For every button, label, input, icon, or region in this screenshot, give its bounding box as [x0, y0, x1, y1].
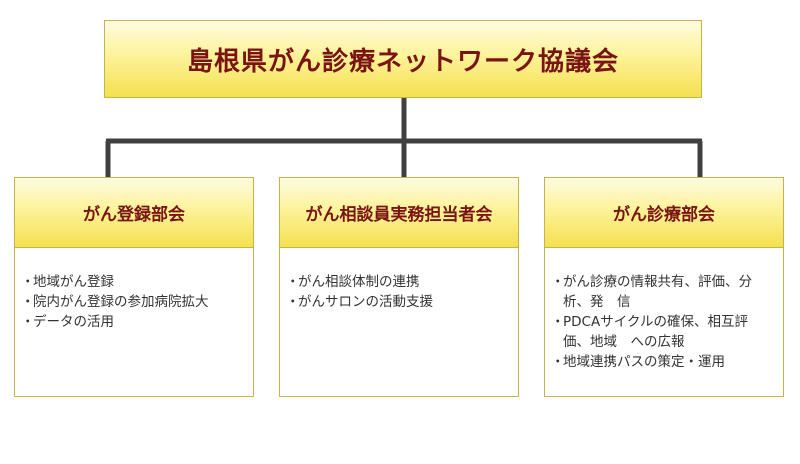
list-item: 院内がん登録の参加病院拡大: [21, 292, 243, 312]
group-item-list: がん診療の情報共有、評価、分析、発 信 PDCAサイクルの確保、相互評価、地域 …: [551, 272, 773, 372]
group-header: がん診療部会: [545, 178, 783, 248]
group-body: 地域がん登録 院内がん登録の参加病院拡大 データの活用: [15, 248, 253, 332]
list-item: がんサロンの活動支援: [286, 292, 508, 312]
group-body: がん相談体制の連携 がんサロンの活動支援: [280, 248, 518, 312]
group-counselor-meeting: がん相談員実務担当者会 がん相談体制の連携 がんサロンの活動支援: [279, 177, 519, 397]
council-title-box: 島根県がん診療ネットワーク協議会: [104, 20, 702, 98]
group-title: がん登録部会: [83, 205, 185, 225]
group-title: がん相談員実務担当者会: [305, 205, 493, 225]
list-item: 地域がん登録: [21, 272, 243, 292]
group-cancer-care: がん診療部会 がん診療の情報共有、評価、分析、発 信 PDCAサイクルの確保、相…: [544, 177, 784, 397]
council-title: 島根県がん診療ネットワーク協議会: [186, 46, 619, 77]
list-item: がん診療の情報共有、評価、分析、発 信: [551, 272, 773, 312]
group-header: がん相談員実務担当者会: [280, 178, 518, 248]
list-item: データの活用: [21, 312, 243, 332]
group-body: がん診療の情報共有、評価、分析、発 信 PDCAサイクルの確保、相互評価、地域 …: [545, 248, 783, 372]
group-item-list: 地域がん登録 院内がん登録の参加病院拡大 データの活用: [21, 272, 243, 332]
group-item-list: がん相談体制の連携 がんサロンの活動支援: [286, 272, 508, 312]
list-item: 地域連携パスの策定・運用: [551, 352, 773, 372]
group-cancer-registry: がん登録部会 地域がん登録 院内がん登録の参加病院拡大 データの活用: [14, 177, 254, 397]
group-header: がん登録部会: [15, 178, 253, 248]
list-item: がん相談体制の連携: [286, 272, 508, 292]
list-item: PDCAサイクルの確保、相互評価、地域 への広報: [551, 312, 773, 352]
group-title: がん診療部会: [613, 205, 715, 225]
